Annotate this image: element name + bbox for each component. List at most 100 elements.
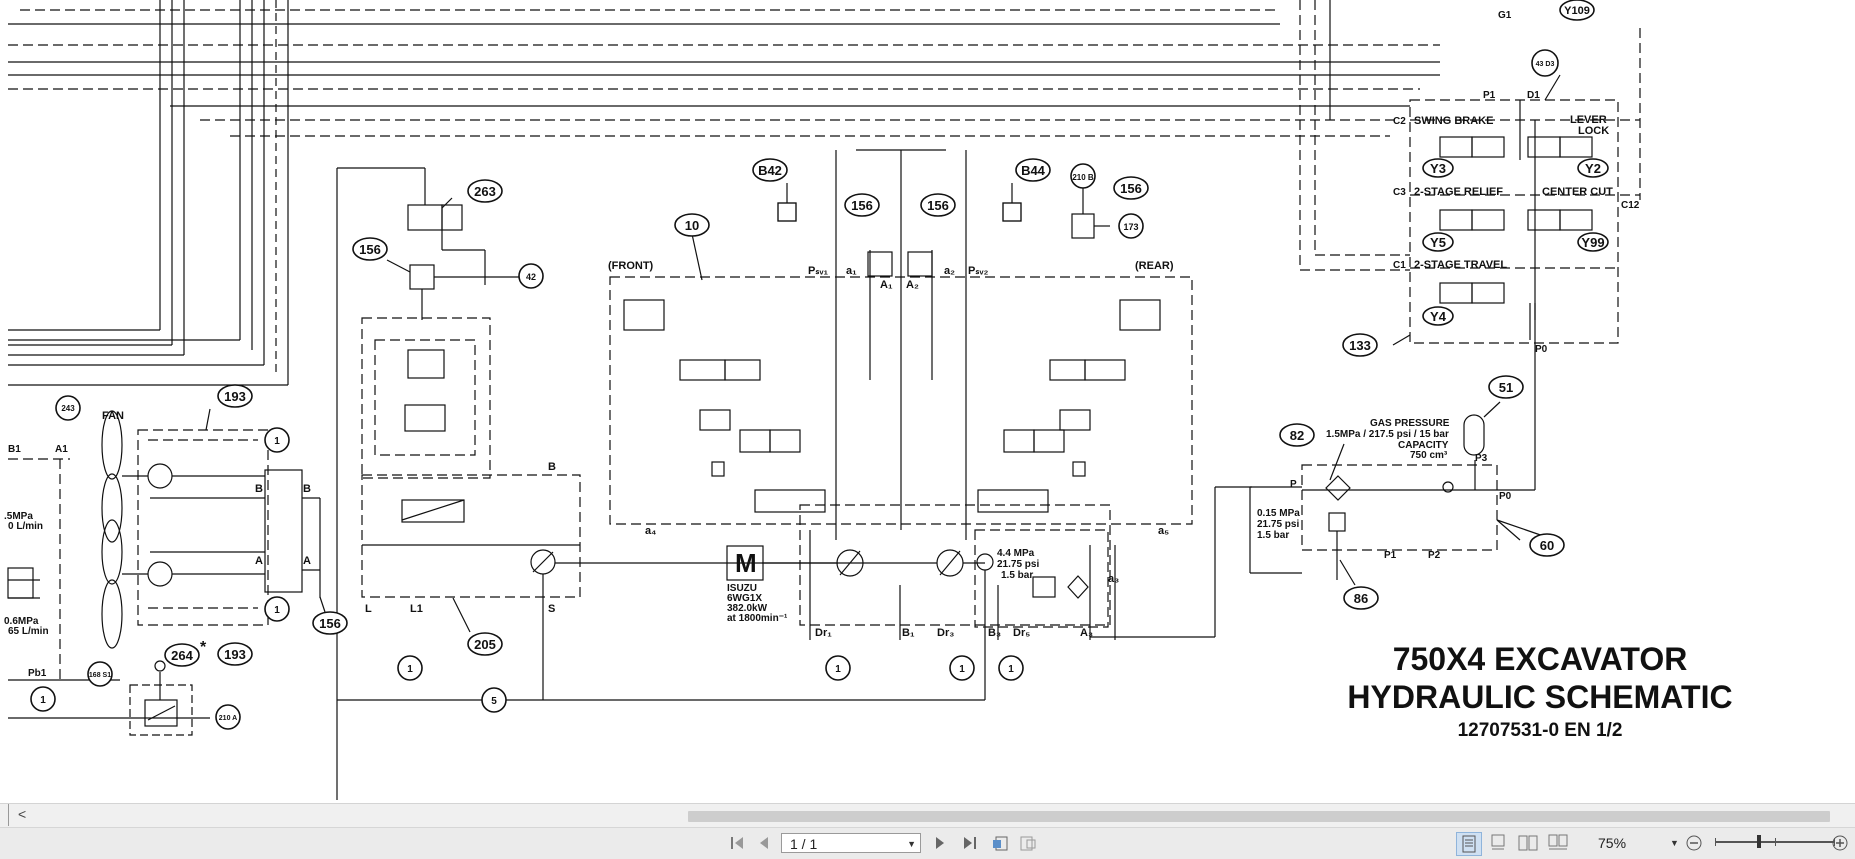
callout-82: 82 [1290,428,1304,443]
zoom-in-button[interactable] [1830,832,1850,854]
label-a3: a₃ [1108,573,1119,585]
callout-y109: Y109 [1564,5,1590,17]
label-engine4: at 1800min⁻¹ [727,613,788,624]
label-a1-small: a₁ [846,265,857,277]
label-b3-port: B₃ [988,627,1001,639]
next-page-icon [936,837,944,849]
callout-168-s1: 168 S1 [89,672,111,679]
callout-1-a: 1 [274,436,280,447]
label-dr3: Dr₃ [937,627,954,639]
page-number-value: 1 / 1 [790,836,818,852]
label-engine2: 6WG1X [727,593,762,604]
callout-y5: Y5 [1430,235,1446,250]
label-p1: P1 [1483,90,1496,101]
callout-263: 263 [474,184,496,199]
label-a3-port: A₃ [1080,627,1093,639]
scroll-thumb[interactable] [688,811,1830,822]
label-g1: G1 [1498,10,1512,21]
zoom-slider-tick [1834,838,1835,846]
callout-1-d: 1 [835,664,841,675]
callout-y3: Y3 [1430,161,1446,176]
callout-1-f: 1 [1008,664,1014,675]
label-a2-small: a₂ [944,265,955,277]
first-page-button[interactable] [728,832,748,854]
continuous-facing-view-button[interactable] [1546,832,1570,854]
label-a-fan: A [255,555,263,567]
label-b1-port: B₁ [902,627,915,639]
bottom-toolbar: 1 / 1 ▼ 75% ▼ [0,827,1855,859]
callout-1-b: 1 [274,605,280,616]
zoom-out-button[interactable] [1684,832,1704,854]
label-pilot3: 1.5 bar [1257,530,1289,541]
label-A2-port: A₂ [906,279,919,291]
label-left-mpa1: .5MPa [4,511,33,522]
label-swing-brake: SWING BRAKE [1414,115,1493,127]
label-a1: A1 [55,444,68,455]
label-p2: P2 [1428,550,1441,561]
label-c12: C12 [1621,200,1640,211]
zoom-value: 75% [1598,835,1627,851]
label-l: L [365,603,372,615]
callout-156-center-left: 156 [851,198,873,213]
next-page-button[interactable] [930,832,950,854]
label-pb1: Pb1 [28,668,47,679]
callout-86: 86 [1354,591,1368,606]
label-p0-right: P0 [1499,491,1512,502]
zoom-select[interactable]: 75% ▼ [1598,833,1688,853]
previous-view-icon [993,836,1008,851]
callout-y2: Y2 [1585,161,1601,176]
callout-60: 60 [1540,538,1554,553]
continuous-view-button[interactable] [1486,832,1510,854]
label-gas2: 1.5MPa / 217.5 psi / 15 bar [1326,429,1449,440]
single-page-view-icon [1462,835,1476,853]
label-A1-port: A₁ [880,279,893,291]
label-gas1: GAS PRESSURE [1370,418,1450,429]
next-view-button[interactable] [1016,832,1040,854]
zoom-slider[interactable] [1715,835,1835,848]
scroll-left-arrow-icon[interactable]: < [18,806,27,822]
callout-173: 173 [1123,222,1138,232]
callout-42: 42 [526,272,536,282]
hydraulic-schematic: 193 193 156 205 264 263 156 10 B42 156 1… [4,0,1641,800]
title-line-2: HYDRAULIC SCHEMATIC [1347,679,1733,715]
previous-page-button[interactable] [754,832,774,854]
callout-1-g: 1 [40,695,46,706]
label-relief1: 4.4 MPa [997,548,1035,559]
callout-193-bottom: 193 [224,647,246,662]
callout-y4: Y4 [1430,309,1447,324]
label-b1: B1 [8,444,21,455]
last-page-icon [964,837,976,849]
callout-156-right: 156 [1120,181,1142,196]
last-page-button[interactable] [958,832,980,854]
zoom-slider-handle[interactable] [1757,835,1761,848]
label-pilot2: 21.75 psi [1257,519,1299,530]
label-left-lmin1: 0 L/min [8,521,43,532]
label-motor: M [735,548,757,578]
label-rear: (REAR) [1135,260,1174,272]
previous-view-button[interactable] [988,832,1012,854]
facing-view-button[interactable] [1516,832,1540,854]
callout-210b: 210 B [1072,173,1094,182]
callout-133: 133 [1349,338,1371,353]
callout-264: 264 [171,648,193,663]
callout-51: 51 [1499,380,1513,395]
label-s: S [548,603,555,615]
callout-5: 5 [491,696,497,707]
label-psv1: Pₛᵥ₁ [808,265,828,277]
label-p: P [1290,479,1297,490]
single-page-view-button[interactable] [1456,832,1482,856]
label-front: (FRONT) [608,260,654,272]
zoom-in-icon [1832,835,1848,851]
page-number-select[interactable]: 1 / 1 ▼ [781,833,921,853]
label-a5: a₅ [1158,525,1169,537]
zoom-slider-tick [1715,838,1716,846]
label-p3: P3 [1475,453,1488,464]
label-p0-top: P0 [1535,344,1548,355]
title-line-1: 750X4 EXCAVATOR [1392,641,1688,677]
label-center-cut: CENTER CUT [1542,186,1613,198]
label-l1: L1 [410,603,423,615]
callout-1-c: 1 [407,664,413,675]
horizontal-scrollbar[interactable]: < [0,803,1855,828]
label-pilot1: 0.15 MPa [1257,508,1300,519]
previous-page-icon [760,837,768,849]
